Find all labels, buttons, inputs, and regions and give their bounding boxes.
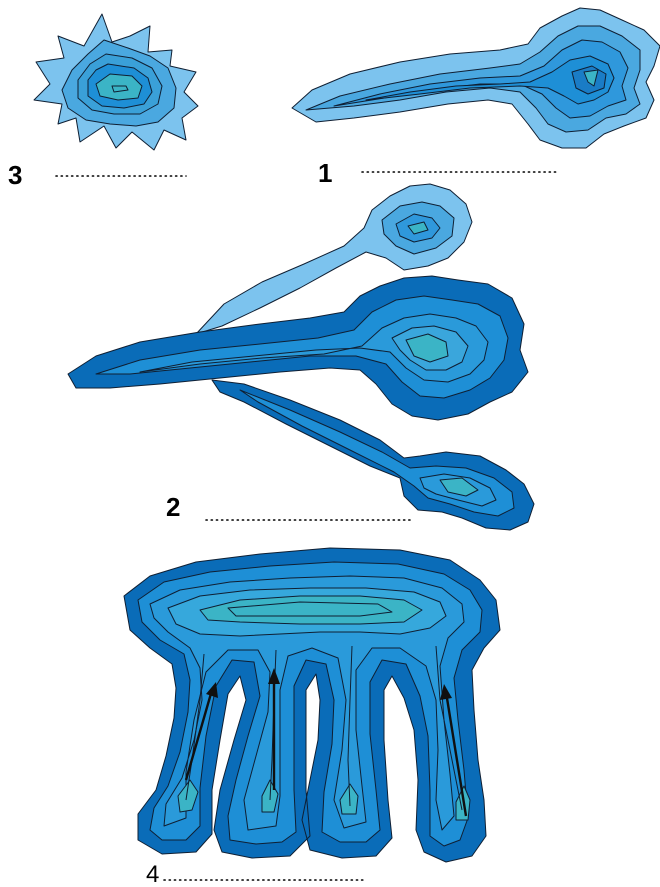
figure-1-shape (292, 8, 660, 148)
label-3: 3 (8, 160, 22, 190)
figure-3-shape (34, 14, 198, 150)
figure-4-shape (124, 548, 500, 862)
label-2: 2 (166, 492, 180, 522)
figure-2-shape (68, 184, 534, 530)
label-4: 4 (146, 861, 159, 887)
label-1: 1 (318, 158, 332, 188)
